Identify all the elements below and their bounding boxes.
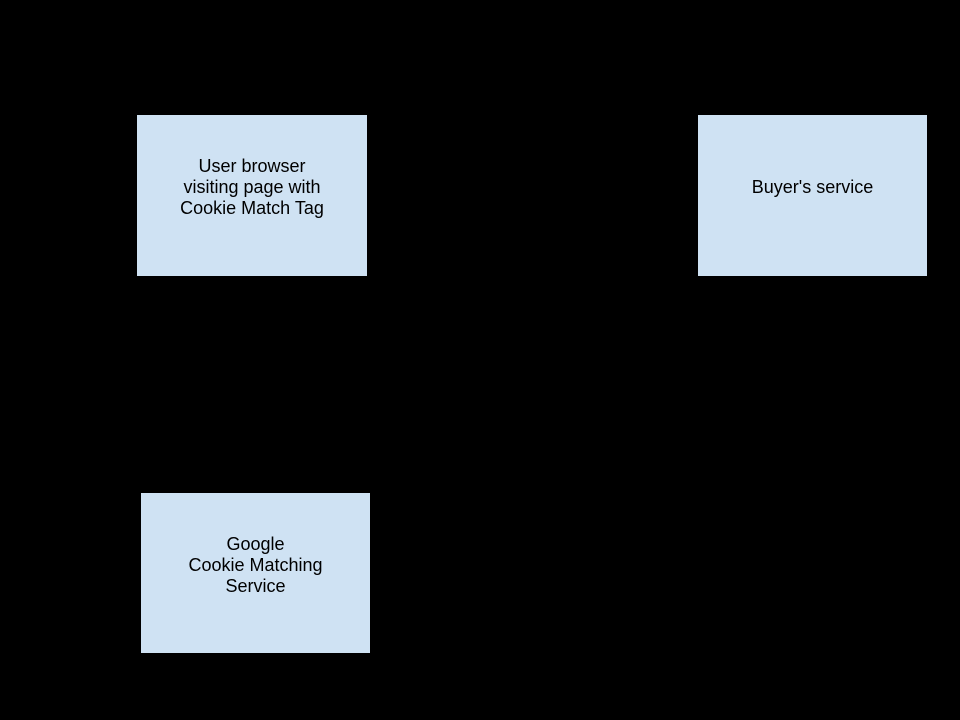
node-user-browser-label: User browser visiting page with Cookie M…: [180, 156, 324, 218]
node-google-cookie-matching-service-label: Google Cookie Matching Service: [188, 533, 323, 596]
node-buyers-service: Buyer's service: [697, 114, 928, 277]
node-user-browser: User browser visiting page with Cookie M…: [136, 114, 368, 277]
node-buyers-service-label: Buyer's service: [751, 177, 874, 197]
node-google-cookie-matching-service: Google Cookie Matching Service: [140, 492, 371, 654]
